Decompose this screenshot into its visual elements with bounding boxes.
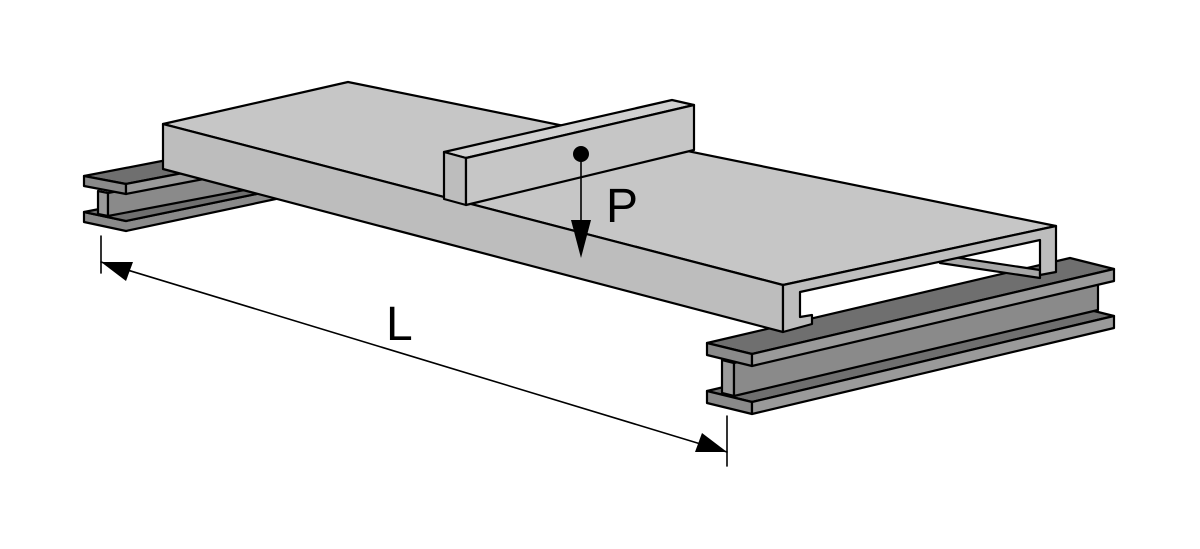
right-beam-top-flange-front — [750, 267, 1116, 368]
load-bar-end — [442, 150, 468, 207]
dimension-arrowhead-right — [695, 433, 727, 452]
load-label: P — [606, 180, 638, 233]
span-dimension: L — [100, 235, 728, 467]
load-arrowhead — [571, 220, 591, 258]
left-beam-web — [96, 189, 110, 218]
dimension-line — [100, 261, 728, 453]
right-beam-web-side — [720, 358, 736, 398]
dimension-arrowhead-left — [101, 262, 133, 281]
right-i-beam-support — [705, 256, 1116, 416]
slab-channel-end — [781, 224, 1058, 334]
right-beam-bottom-flange-front — [750, 314, 1116, 416]
span-label: L — [386, 298, 413, 351]
channel-slab — [161, 80, 1058, 334]
point-load-arrow: P — [571, 146, 638, 258]
